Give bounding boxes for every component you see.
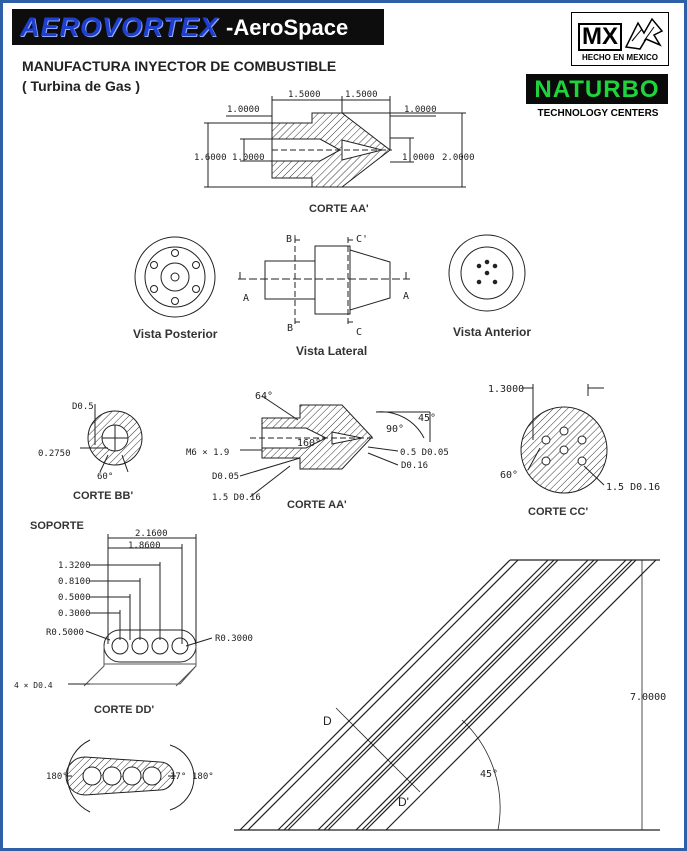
soporte-drawing — [68, 534, 213, 687]
corte-bb-offset: 0.2750 — [38, 449, 71, 459]
soporte-radius-left: R0.5000 — [46, 628, 84, 638]
corte-aa-angle-160: 160° — [297, 438, 321, 449]
soporte-height-2: 0.8100 — [58, 577, 91, 587]
marker-c-bottom: C — [356, 327, 362, 338]
corte-cc-hole: 1.5 D0.16 — [606, 482, 660, 493]
corte-bb-caption: CORTE BB' — [73, 490, 133, 502]
vista-lateral-label: Vista Lateral — [296, 344, 367, 358]
soporte-caption: SOPORTE — [30, 520, 84, 532]
naturbo-logo: NATURBO — [526, 74, 668, 104]
corte-dd-angle-left: 180° — [46, 772, 68, 782]
marker-c-top: C' — [356, 234, 368, 245]
big-view-height: 7.0000 — [630, 692, 666, 703]
naturbo-subtitle: TECHNOLOGY CENTERS — [537, 108, 659, 119]
dim-d2: 1.5000 — [288, 90, 321, 100]
brand-name-right: -AeroSpace — [226, 15, 349, 40]
corte-dd-angle-mid: 17° — [170, 772, 186, 782]
corte-aa-d016-right: D0.16 — [401, 461, 428, 471]
corte-cc-width: 1.3000 — [488, 384, 524, 395]
top-section-caption: CORTE AA' — [309, 203, 369, 215]
corte-aa-angle-90: 90° — [386, 424, 404, 435]
corte-aa-detail-drawing — [239, 395, 431, 498]
vista-anterior-label: Vista Anterior — [453, 325, 531, 339]
corte-cc-drawing — [520, 384, 608, 494]
top-section-drawing — [204, 96, 466, 188]
soporte-width-2: 1.8600 — [128, 541, 161, 551]
corte-aa-angle-45: 45° — [418, 413, 436, 424]
big-view-d-bottom: D' — [398, 795, 409, 809]
corte-dd-drawing — [65, 739, 195, 813]
inclined-support-drawing — [234, 559, 660, 831]
vista-posterior-drawing — [134, 236, 216, 318]
marker-b-bottom: B — [287, 323, 293, 334]
marker-a-right: A — [403, 291, 409, 302]
corte-cc-angle: 60° — [500, 470, 518, 481]
soporte-height-1: 1.3200 — [58, 561, 91, 571]
soporte-holes: 4 × D0.4 — [14, 681, 53, 690]
big-view-angle: 45° — [480, 769, 498, 780]
corte-aa-angle-64: 64° — [255, 391, 273, 402]
corte-bb-d: D0.5 — [72, 402, 94, 412]
vista-anterior-drawing — [448, 234, 526, 312]
corte-aa-detail-caption: CORTE AA' — [287, 499, 347, 511]
soporte-height-3: 0.5000 — [58, 593, 91, 603]
mx-logo: MX — [578, 23, 622, 51]
corte-dd-angle-right: 180° — [192, 772, 214, 782]
soporte-radius-right: R0.3000 — [215, 634, 253, 644]
soporte-height-4: 0.3000 — [58, 609, 91, 619]
dim-d1: 1.0000 — [227, 105, 260, 115]
eagle-icon — [624, 17, 664, 50]
hecho-en-mexico-badge: MX HECHO EN MEXICO — [571, 12, 669, 66]
dim-left-inner: 1.0000 — [232, 153, 265, 163]
dim-left-outer: 1.6000 — [194, 153, 227, 163]
made-in-mexico-text: HECHO EN MEXICO — [581, 53, 658, 62]
dim-d3: 1.5000 — [345, 90, 378, 100]
aerovortex-logo: AEROVORTEX -AeroSpace — [12, 9, 384, 45]
marker-b-top: B' — [286, 234, 298, 245]
dim-d4: 1.0000 — [404, 105, 437, 115]
vista-posterior-label: Vista Posterior — [133, 327, 218, 341]
corte-dd-caption: CORTE DD' — [94, 704, 154, 716]
corte-cc-caption: CORTE CC' — [528, 506, 588, 518]
corte-aa-d016-left: 1.5 D0.16 — [212, 493, 261, 503]
corte-aa-d005-left: D0.05 — [212, 472, 239, 482]
page-title: MANUFACTURA INYECTOR DE COMBUSTIBLE — [22, 58, 337, 74]
corte-bb-drawing — [80, 404, 143, 473]
dim-right-outer: 2.0000 — [442, 153, 475, 163]
naturbo-name: NATURBO — [534, 76, 660, 103]
corte-aa-thread: M6 × 1.9 — [186, 448, 229, 458]
marker-a-left: A — [243, 293, 249, 304]
dim-right-inner: 1.0000 — [402, 153, 435, 163]
corte-aa-d005-right: 0.5 D0.05 — [400, 448, 449, 458]
brand-name-left: AEROVORTEX — [20, 12, 219, 42]
corte-bb-angle: 60° — [97, 472, 113, 482]
vista-lateral-drawing — [238, 237, 410, 325]
soporte-width-1: 2.1600 — [135, 529, 168, 539]
big-view-d-top: D — [323, 714, 332, 728]
page-subtitle: ( Turbina de Gas ) — [22, 78, 140, 94]
